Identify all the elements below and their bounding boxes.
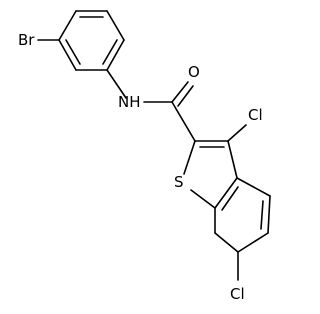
bond	[106, 10, 125, 41]
bond	[106, 69, 127, 99]
bond	[177, 85, 194, 107]
bond	[227, 124, 247, 142]
atom-label-cl-3: Cl	[248, 106, 263, 124]
bond	[183, 140, 196, 175]
atom-label-nh: NH	[118, 93, 141, 111]
bond	[58, 10, 77, 41]
bond	[260, 200, 264, 230]
atom-label-br: Br	[18, 31, 35, 49]
atom-label-o: O	[188, 63, 200, 81]
bond	[237, 232, 269, 253]
bond	[214, 232, 239, 253]
bond	[190, 189, 216, 209]
molecule-diagram: Br NH O S Cl Cl	[18, 10, 271, 303]
bond	[58, 39, 77, 71]
bond	[236, 177, 271, 197]
bond-group	[37, 10, 271, 281]
bond	[221, 186, 239, 211]
bond	[106, 39, 125, 71]
atom-label-group: Br NH O S Cl Cl	[18, 31, 263, 303]
atom-label-s: S	[174, 173, 184, 191]
bond	[171, 101, 196, 142]
bond	[227, 140, 238, 179]
atom-label-cl-6: Cl	[230, 285, 245, 303]
bond	[267, 195, 271, 234]
bond	[102, 39, 118, 65]
bond	[214, 177, 238, 209]
bond	[65, 39, 81, 65]
bond	[171, 81, 189, 103]
